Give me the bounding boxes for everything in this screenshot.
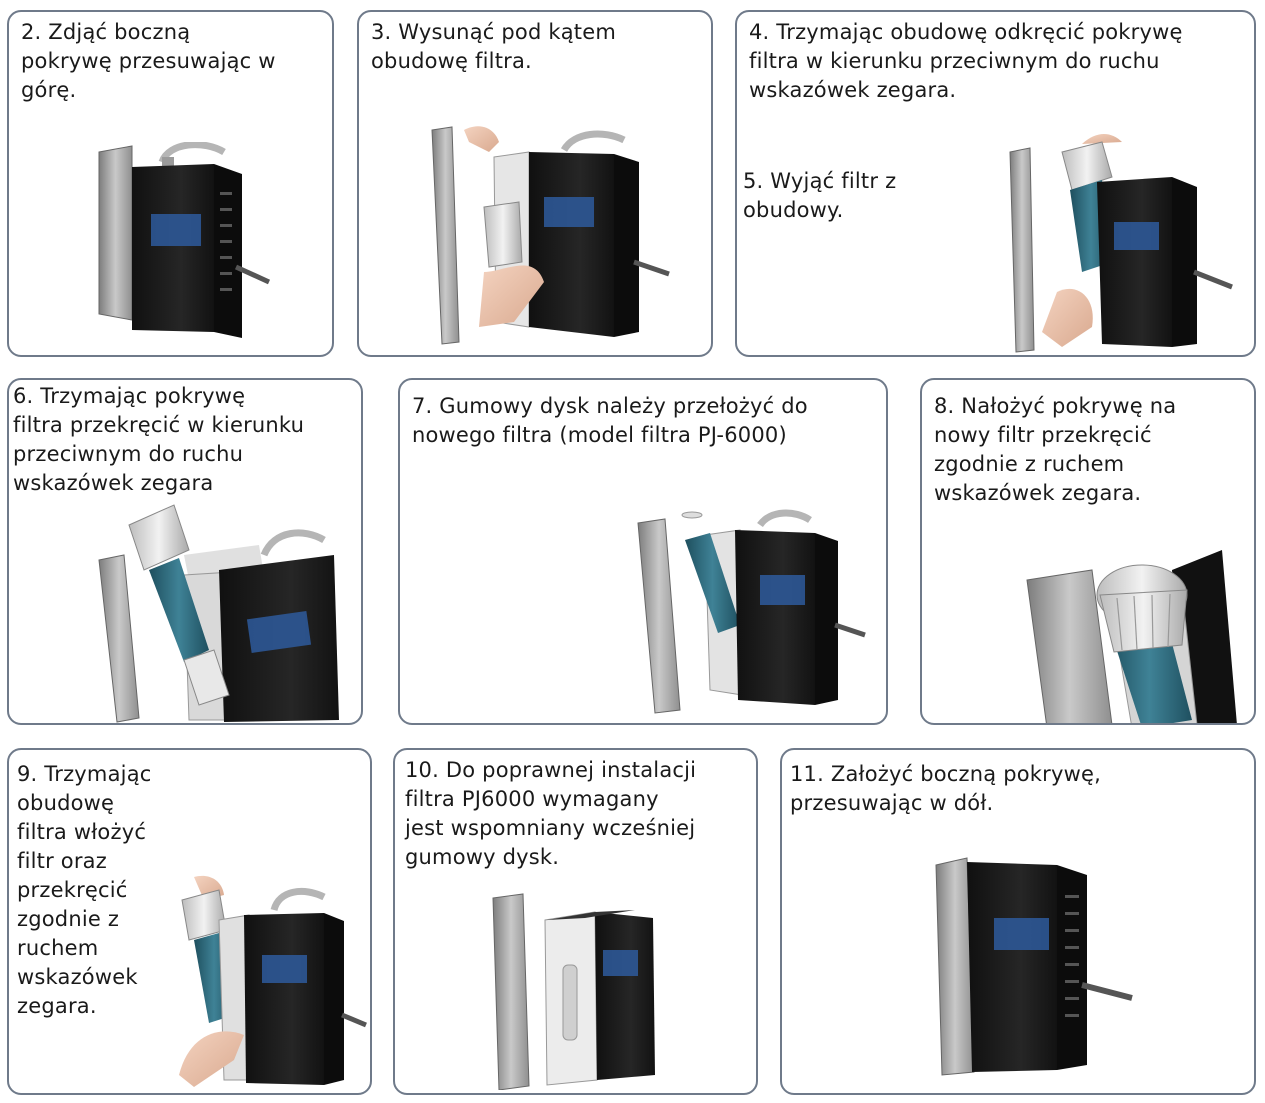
step-panel-6: 6. Trzymając pokrywę filtra przekręcić w… — [7, 378, 363, 725]
step-11-text: 11. Założyć boczną pokrywę, przesuwając … — [790, 762, 1101, 815]
step-4-text: 4. Trzymając obudowę odkręcić pokrywę fi… — [749, 20, 1183, 102]
step-panel-11: 11. Założyć boczną pokrywę, przesuwając … — [780, 748, 1256, 1095]
step-panel-4-5: 4. Trzymając obudowę odkręcić pokrywę fi… — [735, 10, 1256, 357]
step-7-text: 7. Gumowy dysk należy przełożyć do noweg… — [412, 394, 808, 447]
step-8-text: 8. Nałożyć pokrywę na nowy filtr przekrę… — [934, 394, 1177, 505]
step-10-text: 10. Do poprawnej instalacji filtra PJ600… — [405, 758, 697, 869]
step-panel-2: 2. Zdjąć boczną pokrywę przesuwając w gó… — [7, 10, 334, 357]
device-illustration — [1022, 550, 1254, 723]
step-panel-7: 7. Gumowy dysk należy przełożyć do noweg… — [398, 378, 888, 725]
step-3-text: 3. Wysunąć pod kątem obudowę filtra. — [371, 20, 617, 73]
step-panel-9: 9. Trzymając obudowę filtra włożyć filtr… — [7, 748, 372, 1095]
step-panel-3: 3. Wysunąć pod kątem obudowę filtra. — [357, 10, 713, 357]
device-illustration — [424, 122, 684, 352]
device-illustration — [89, 500, 359, 723]
step-6-text: 6. Trzymając pokrywę filtra przekręcić w… — [13, 384, 305, 495]
step-panel-10: 10. Do poprawnej instalacji filtra PJ600… — [393, 748, 758, 1095]
step-2-text: 2. Zdjąć boczną pokrywę przesuwając w gó… — [21, 20, 276, 102]
device-illustration — [932, 850, 1142, 1080]
step-5-text: 5. Wyjąć filtr z obudowy. — [743, 169, 897, 222]
device-illustration — [630, 505, 870, 720]
device-illustration — [485, 890, 665, 1090]
device-illustration — [1002, 132, 1242, 355]
device-illustration — [174, 875, 369, 1090]
step-panel-8: 8. Nałożyć pokrywę na nowy filtr przekrę… — [920, 378, 1256, 725]
step-9-text: 9. Trzymając obudowę filtra włożyć filtr… — [17, 762, 152, 1018]
device-illustration — [94, 142, 284, 352]
